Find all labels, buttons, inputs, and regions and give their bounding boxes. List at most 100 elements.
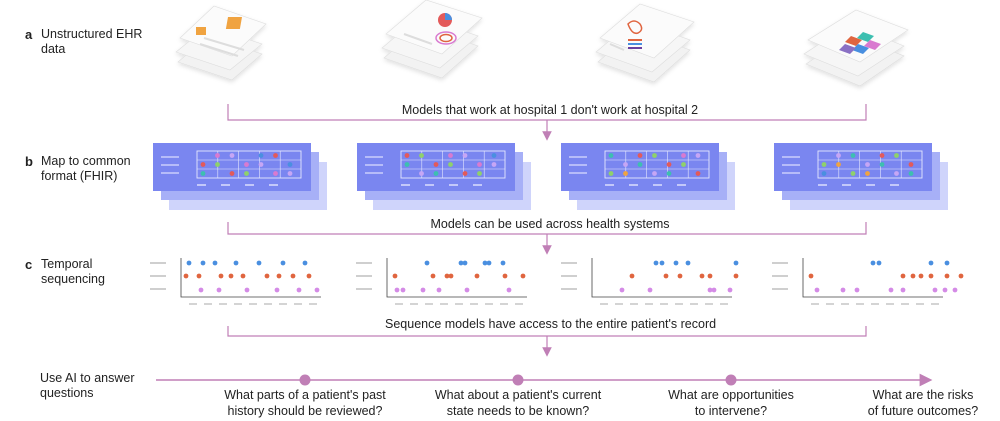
question-4: What are the risks of future outcomes?: [858, 388, 988, 419]
sequence-event-dot: [244, 287, 250, 293]
sequence-event-dot: [392, 273, 398, 279]
fhir-table: [400, 150, 506, 179]
row-a-label-line2: data: [41, 42, 66, 56]
timeline-dot-3: [725, 374, 737, 386]
question-4-line1: What are the risks: [872, 388, 974, 402]
connector-1-label: Models that work at hospital 1 don't wor…: [397, 103, 703, 117]
sequence-event-dot: [280, 260, 286, 266]
sequence-event-dot: [944, 273, 950, 279]
fhir-card-2: [357, 143, 531, 210]
fhir-cell-dot: [433, 171, 439, 176]
document-stack-4: [803, 9, 909, 87]
fhir-cell-dot: [477, 171, 482, 176]
sequence-event-dot: [276, 273, 282, 279]
fhir-table: [604, 150, 710, 179]
sequence-event-dot: [808, 273, 814, 279]
sequence-event-dot: [196, 273, 202, 279]
fhir-cell-dot: [695, 171, 701, 176]
row-b-letter: b: [25, 154, 33, 169]
fhir-cell-dot: [448, 162, 453, 167]
connector-3-label: Sequence models have access to the entir…: [385, 317, 717, 331]
fhir-cell-dot: [404, 153, 410, 158]
connector-2-label: Models can be used across health systems: [425, 217, 675, 231]
fhir-cell-dot: [477, 162, 482, 167]
sequence-event-dot: [663, 273, 669, 279]
row-c-label-line2: sequencing: [41, 272, 105, 286]
sequence-axes: [180, 258, 321, 298]
fhir-cell-dot: [258, 153, 264, 158]
fhir-cell-dot: [608, 153, 614, 158]
fhir-cell-dot: [215, 153, 220, 158]
fhir-cell-dot: [908, 171, 914, 176]
sequence-event-dot: [918, 273, 924, 279]
temporal-plots: [150, 258, 964, 305]
question-1: What parts of a patient's past history s…: [215, 388, 395, 419]
sequence-event-dot: [502, 273, 508, 279]
fhir-cell-dot: [850, 171, 856, 176]
fhir-cell-dot: [200, 171, 206, 176]
row-b-label-line1: Map to common: [41, 154, 131, 168]
fhir-cell-dot: [462, 171, 468, 176]
row-b-label: Map to common format (FHIR): [41, 154, 131, 184]
fhir-cell-dot: [491, 162, 497, 167]
fhir-cell-dot: [244, 171, 249, 176]
sequence-event-dot: [274, 287, 280, 293]
fhir-card-3: [561, 143, 735, 210]
sequence-event-dot: [212, 260, 218, 266]
fhir-cell-dot: [623, 162, 628, 167]
sequence-event-dot: [958, 273, 964, 279]
fhir-cell-dot: [666, 171, 672, 176]
fhir-cell-dot: [200, 162, 206, 167]
sequence-event-dot: [183, 273, 189, 279]
sequence-event-dot: [302, 260, 308, 266]
sequence-event-dot: [952, 287, 958, 293]
sequence-event-dot: [486, 260, 492, 266]
sequence-event-dot: [928, 260, 934, 266]
question-timeline: [156, 373, 933, 387]
sequence-event-dot: [699, 273, 705, 279]
sequence-event-dot: [464, 287, 470, 293]
fhir-cell-dot: [273, 153, 278, 158]
fhir-cell-dot: [836, 153, 841, 158]
sequence-event-dot: [900, 273, 906, 279]
question-3: What are opportunities to intervene?: [651, 388, 811, 419]
sequence-event-dot: [707, 287, 713, 293]
sequence-event-dot: [653, 260, 659, 266]
fhir-cell-dot: [652, 153, 657, 158]
question-1-line1: What parts of a patient's past: [224, 388, 386, 402]
sequence-event-dot: [314, 287, 320, 293]
sequence-event-dot: [306, 273, 312, 279]
fhir-cell-dot: [681, 162, 686, 167]
fhir-card-4: [774, 143, 948, 210]
sequence-event-dot: [290, 273, 296, 279]
fhir-cell-dot: [287, 171, 293, 176]
fhir-cell-dot: [894, 153, 899, 158]
sequence-event-dot: [910, 273, 916, 279]
sequence-event-dot: [727, 287, 733, 293]
document-stack-3: [595, 3, 695, 83]
sequence-event-dot: [240, 273, 246, 279]
sequence-axes: [386, 258, 527, 298]
fhir-cell-dot: [821, 171, 827, 176]
sequence-event-dot: [659, 260, 665, 266]
sequence-event-dot: [928, 273, 934, 279]
fhir-cell-dot: [865, 171, 870, 176]
sequence-event-dot: [420, 287, 426, 293]
sequence-event-dot: [444, 273, 450, 279]
sequence-event-dot: [218, 273, 224, 279]
connector-1: [227, 104, 867, 141]
row-a-label: Unstructured EHR data: [41, 27, 142, 57]
sequence-event-dot: [733, 273, 739, 279]
sequence-event-dot: [506, 287, 512, 293]
sequence-event-dot: [685, 260, 691, 266]
sequence-event-dot: [198, 287, 204, 293]
sequence-event-dot: [458, 260, 464, 266]
fhir-cell-dot: [462, 153, 468, 158]
sequence-event-dot: [448, 273, 454, 279]
document-stack-1: [175, 5, 267, 81]
fhir-cell-dot: [273, 171, 278, 176]
fhir-cell-dot: [215, 162, 220, 167]
row-d-label-line2: questions: [40, 386, 94, 400]
question-3-line2: to intervene?: [694, 403, 768, 418]
fhir-cell-dot: [419, 171, 424, 176]
